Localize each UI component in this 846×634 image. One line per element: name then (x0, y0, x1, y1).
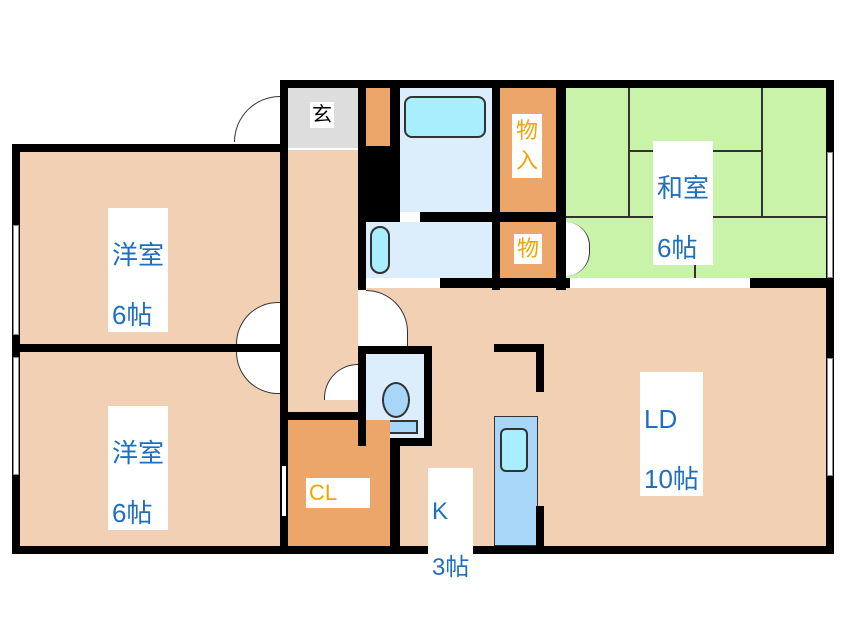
wall (826, 80, 834, 554)
living-dining-size: 10帖 (644, 464, 699, 494)
kitchen-sink (500, 428, 528, 472)
kitchen-name: K (432, 498, 449, 525)
closet-label: CL (306, 478, 370, 508)
western-room-upper-label: 洋室 6帖 (108, 208, 169, 332)
wall (424, 346, 432, 446)
wall (12, 144, 288, 152)
living-dining-name: LD (644, 404, 678, 434)
wall (288, 412, 366, 420)
storage-small-label: 物 (514, 234, 543, 264)
wall (494, 344, 544, 352)
toilet (382, 382, 410, 418)
storage-large-label: 物入 (512, 114, 542, 178)
wall (12, 546, 834, 554)
wall (358, 80, 366, 290)
western-room-upper-name: 洋室 (112, 240, 165, 270)
tatami-line (761, 88, 763, 216)
wall (390, 438, 400, 554)
tatami-line (628, 88, 630, 216)
wall (440, 278, 570, 288)
living-dining-label: LD 10帖 (640, 372, 703, 496)
bathtub (404, 96, 486, 138)
wall (556, 80, 566, 290)
western-room-lower-size: 6帖 (112, 498, 153, 528)
wall (492, 80, 500, 290)
entrance-door[interactable] (234, 96, 280, 142)
wall (750, 278, 830, 288)
kitchen-size: 3帖 (432, 554, 470, 581)
japanese-room-label: 和室 6帖 (653, 141, 714, 265)
wall (420, 212, 566, 222)
wall (390, 80, 400, 222)
storage-large-text: 物入 (515, 118, 538, 173)
wall (390, 438, 432, 446)
closet-door-gap[interactable] (282, 466, 286, 516)
window (827, 152, 833, 278)
western-room-lower-name: 洋室 (112, 438, 165, 468)
washbasin (370, 226, 390, 274)
window (827, 358, 833, 476)
wall (12, 344, 288, 352)
entrance-label: 玄 (310, 102, 334, 128)
wall (536, 344, 544, 392)
window (13, 225, 19, 335)
wall (536, 506, 544, 554)
western-room-upper-size: 6帖 (112, 300, 153, 330)
japanese-room-name: 和室 (657, 173, 710, 203)
wall (280, 80, 288, 554)
wall (358, 346, 366, 446)
wall (358, 346, 432, 354)
window (13, 357, 19, 475)
western-room-lower-label: 洋室 6帖 (108, 406, 169, 530)
japanese-room-size: 6帖 (657, 233, 698, 263)
kitchen-label: K 3帖 (428, 468, 474, 584)
shoe-storage (366, 88, 390, 146)
